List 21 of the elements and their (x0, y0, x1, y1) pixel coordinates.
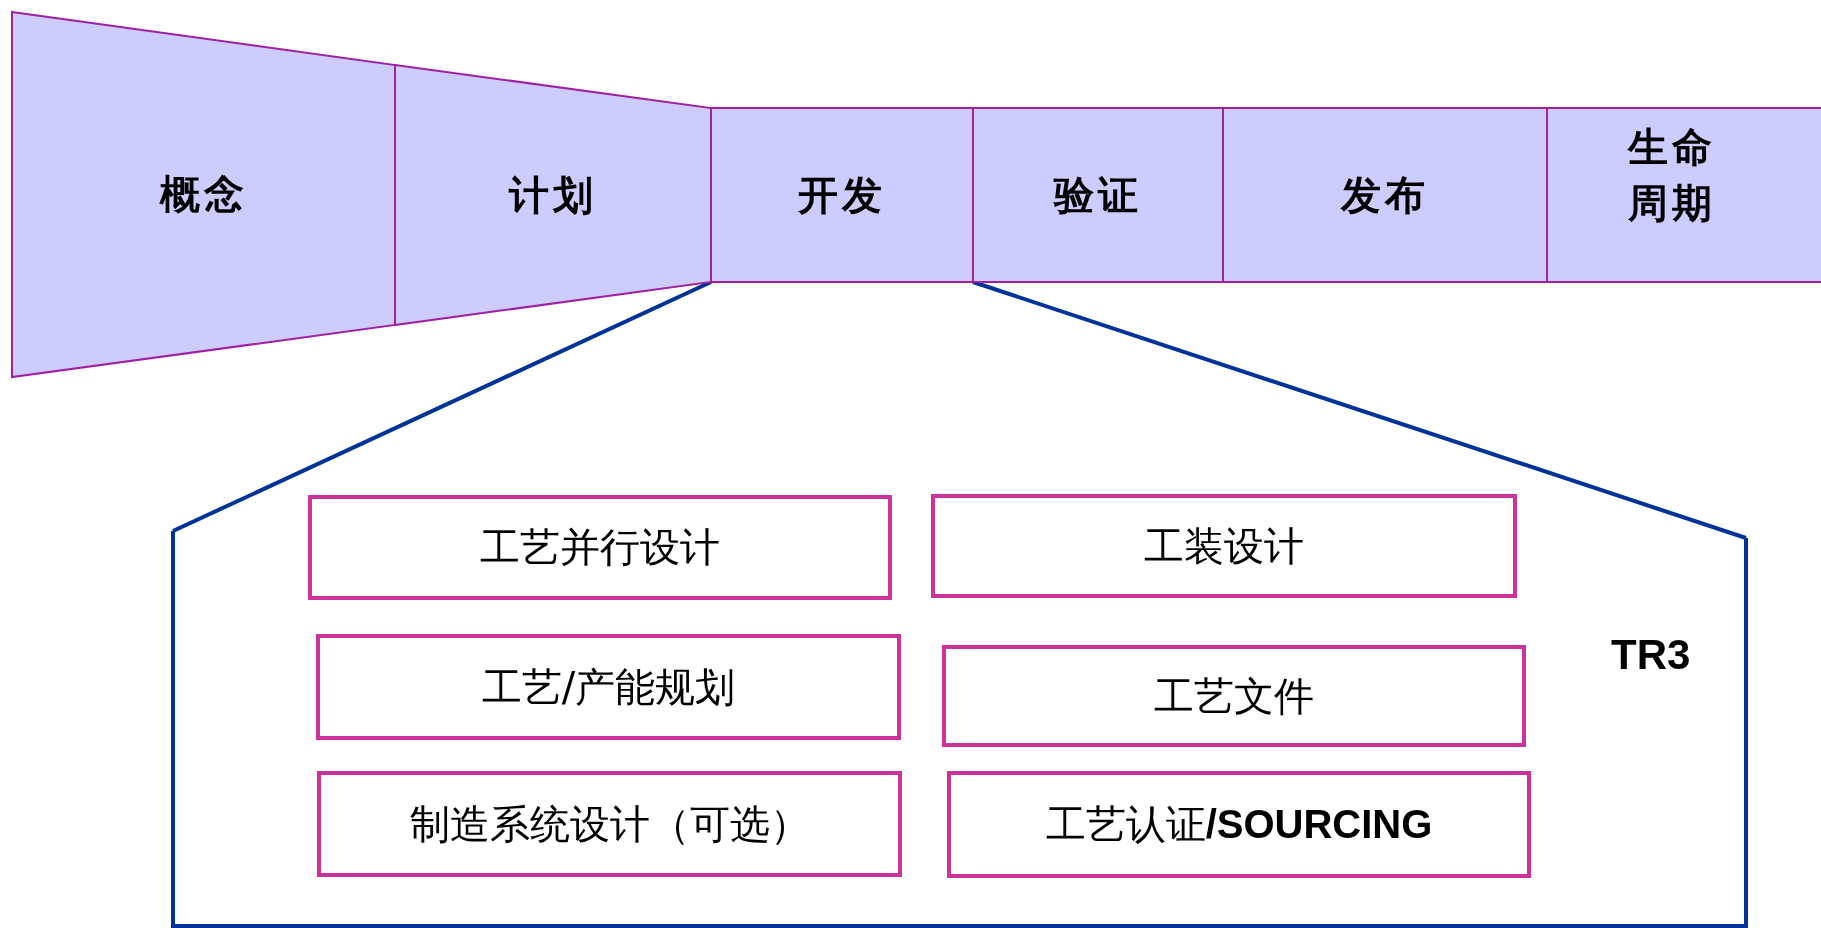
phase-band (973, 108, 1223, 282)
phase-label: 验证 (1054, 169, 1142, 220)
task-box: 工装设计 (931, 494, 1517, 598)
zoom-line (172, 280, 712, 533)
phase-band (1223, 108, 1547, 282)
phase-label: 生命周期 (1626, 122, 1717, 228)
gate-label: TR3 (1611, 631, 1691, 679)
task-box: 工艺文件 (942, 645, 1526, 747)
task-box: 工艺/产能规划 (316, 634, 901, 740)
zoom-line (972, 280, 1747, 540)
phase-band (12, 12, 395, 377)
task-box: 工艺并行设计 (308, 495, 892, 600)
phase-label: 计划 (509, 169, 597, 220)
phase-band (711, 108, 973, 282)
phase-band (1547, 108, 1821, 282)
phase-label: 开发 (798, 169, 886, 220)
task-box: 制造系统设计（可选） (317, 771, 902, 877)
phase-label: 发布 (1341, 169, 1429, 220)
phase-band (395, 65, 711, 325)
task-box: 工艺认证/SOURCING (947, 771, 1531, 878)
phase-label: 概念 (159, 169, 248, 219)
